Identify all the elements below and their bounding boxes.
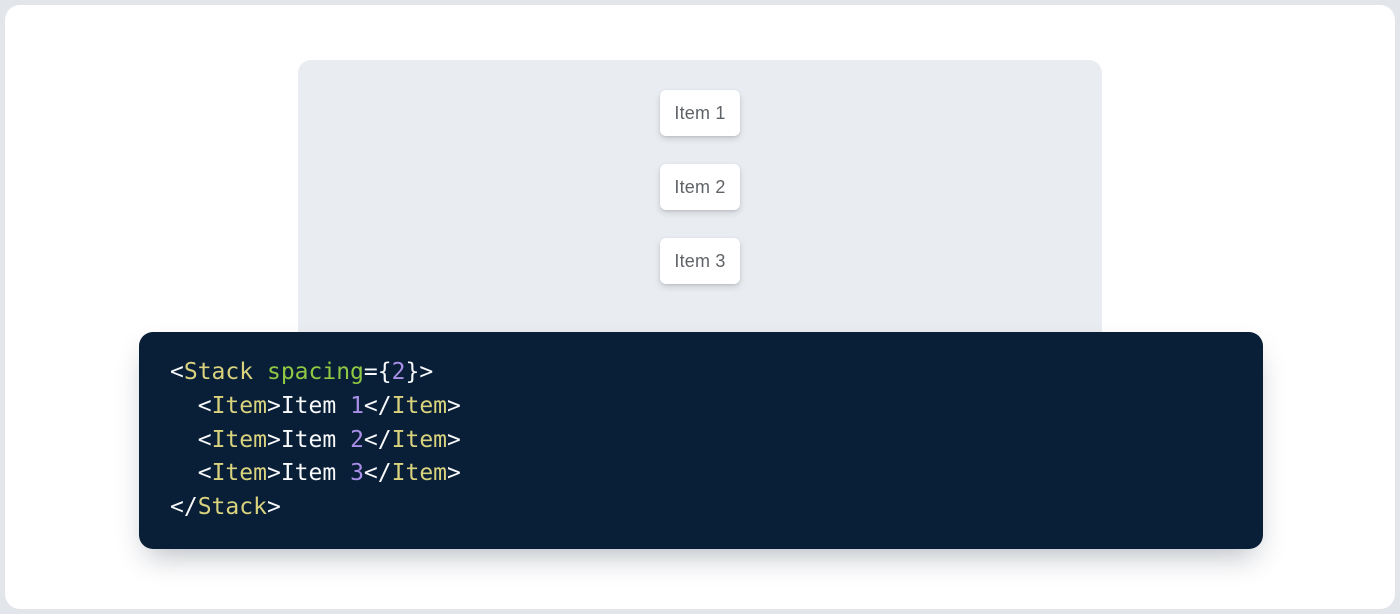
stack-item-3: Item 3 xyxy=(660,238,740,284)
stack-item-1: Item 1 xyxy=(660,90,740,136)
code-line: <Item>Item 1</Item> xyxy=(197,392,461,419)
app-window: Item 1 Item 2 Item 3 <Stack spacing={2}>… xyxy=(5,5,1395,609)
stack-demo-panel: Item 1 Item 2 Item 3 xyxy=(298,60,1102,345)
code-block: <Stack spacing={2}> <Item>Item 1</Item> … xyxy=(139,332,1263,549)
code-line: </Stack> xyxy=(170,494,281,521)
stack-container: Item 1 Item 2 Item 3 xyxy=(298,60,1102,284)
stack-item-2: Item 2 xyxy=(660,164,740,210)
code-snippet: <Stack spacing={2}> <Item>Item 1</Item> … xyxy=(139,332,1263,549)
code-line: <Item>Item 2</Item> xyxy=(197,426,461,453)
code-line: <Item>Item 3</Item> xyxy=(197,460,461,487)
code-line: <Stack spacing={2}> xyxy=(170,359,434,385)
